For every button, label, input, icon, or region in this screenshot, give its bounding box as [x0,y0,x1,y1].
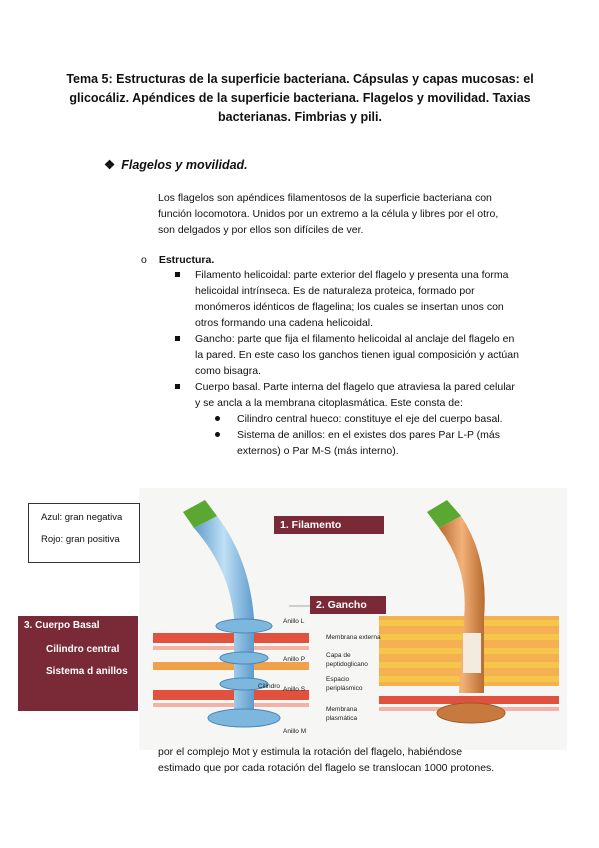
section-title: Flagelos y movilidad. [121,158,248,172]
label-filamento: 1. Filamento [274,516,384,534]
square-bullet-icon [175,336,180,341]
color-legend: Azul: gran negativa Rojo: gran positiva [28,503,140,563]
gram-negative-flagellum [183,500,281,728]
structure-list: Filamento helicoidal: parte exterior del… [175,267,520,459]
basal-line-2: Sistema d anillos [46,666,128,677]
list-item: Gancho: parte que fija el filamento heli… [175,331,520,379]
dot-bullet-icon [215,416,220,421]
list-item: Cuerpo basal. Parte interna del flagelo … [175,379,520,459]
label-membrana-plasmatica-2: plasmática [326,715,358,722]
basal-body-box: 3. Cuerpo Basal Cilindro central Sistema… [18,616,138,711]
label-membrana-plasmatica-1: Membrana [326,706,358,713]
label-capa-2: peptidoglicano [326,661,368,668]
page-title: Tema 5: Estructuras de la superficie bac… [66,72,534,124]
label-gancho: 2. Gancho [310,596,386,614]
sub-list-item: Cilindro central hueco: constituye el ej… [195,411,520,427]
bottom-line-1: por el complejo Mot y estimula la rotaci… [158,746,463,758]
legend-blue: Azul: gran negativa [41,512,123,523]
label-anillo-p: Anillo P [283,656,306,663]
square-bullet-icon [175,384,180,389]
gram-positive-flagellum [427,500,506,724]
section-heading: ❖ Flagelos y movilidad. [104,157,248,172]
estructura-heading: o Estructura. [141,254,214,266]
bottom-paragraph: por el complejo Mot y estimula la rotaci… [158,744,558,776]
label-cilindro: Cilindro [258,683,281,690]
bottom-line-2: estimado que por cada rotación del flage… [158,762,495,774]
dot-bullet-icon [215,432,220,437]
sub-list-item: Sistema de anillos: en el existes dos pa… [195,427,520,459]
label-anillo-m: Anillo M [283,728,307,735]
basal-title: 3. Cuerpo Basal [24,620,100,631]
diamond-bullet-icon: ❖ [104,158,116,172]
intro-paragraph: Los flagelos son apéndices filamentosos … [158,192,499,236]
label-membrana-externa: Membrana externa [326,634,381,641]
flagellum-illustration [153,500,559,728]
label-anillo-l: Anillo L [283,618,305,625]
legend-red: Rojo: gran positiva [41,534,120,545]
label-espacio-1: Espacio [326,676,350,683]
list-item: Filamento helicoidal: parte exterior del… [175,267,520,331]
circle-bullet-icon: o [141,254,147,266]
sub-list: Cilindro central hueco: constituye el ej… [195,411,520,459]
label-espacio-2: periplásmico [326,685,363,692]
label-anillo-s: Anillo S [283,686,306,693]
basal-line-1: Cilindro central [46,644,120,655]
label-capa-1: Capa de [326,652,351,659]
square-bullet-icon [175,272,180,277]
estructura-label: Estructura. [158,254,215,266]
gram-negative-membranes [153,633,309,707]
